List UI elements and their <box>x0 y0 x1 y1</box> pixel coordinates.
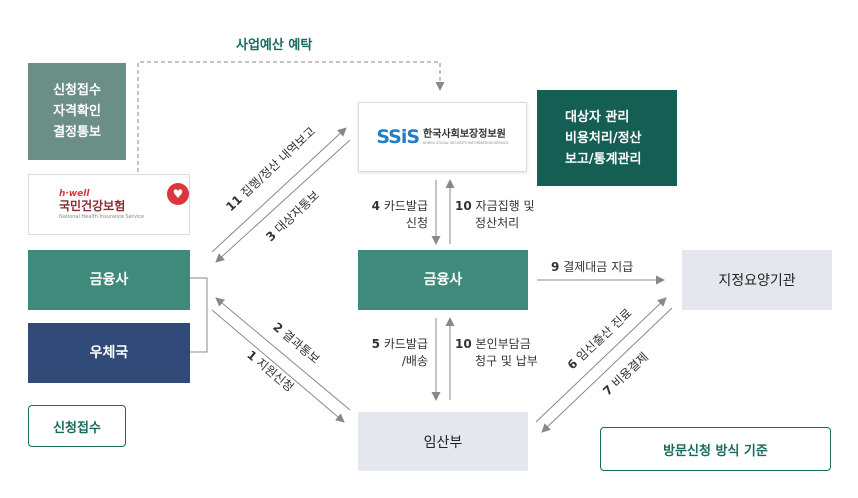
process-line-3: 결정통보 <box>53 125 101 140</box>
step-10b-line2: 청구 및 납부 <box>475 354 538 368</box>
ssis-name: 한국사회보장정보원 <box>423 129 506 140</box>
step-10b-line1: 본인부담금 <box>475 337 531 351</box>
visit-application-button[interactable]: 방문신청 방식 기준 <box>600 427 831 471</box>
step-9-text: 결제대금 지급 <box>563 260 634 274</box>
arrow-2 <box>215 297 351 411</box>
nhis-sub: National Health Insurance Service <box>59 213 145 220</box>
step-4-line1: 카드발급 <box>383 199 428 213</box>
arrow-11 <box>211 127 347 253</box>
management-box: 대상자 관리 비용처리/정산 보고/통계관리 <box>537 90 677 186</box>
step-9-label: 9 결제대금 지급 <box>551 259 633 276</box>
management-line-2: 비용처리/정산 <box>565 130 642 146</box>
budget-dashed-line <box>137 61 445 172</box>
step-10b-number: 10 <box>455 337 472 351</box>
pregnant-woman-box: 임산부 <box>358 412 528 471</box>
step-10a-label: 10 자금집행 및 정산처리 <box>455 198 535 232</box>
post-office-box: 우체국 <box>28 323 190 383</box>
ssis-sub: KOREA SOCIAL SECURITY INFORMATION SERVIC… <box>423 141 509 145</box>
step-10a-number: 10 <box>455 199 472 213</box>
step-5-label: 5 카드발급 /배송 <box>360 336 428 370</box>
management-line-3: 보고/통계관리 <box>565 151 642 167</box>
heart-icon: ♥ <box>167 183 189 205</box>
process-line-1: 신청접수 <box>53 83 101 98</box>
arrow-3 <box>215 139 351 263</box>
arrow-6 <box>535 297 667 423</box>
arrow-1 <box>211 309 345 423</box>
nhis-logo-box: h·well 국민건강보험 National Health Insurance … <box>28 174 190 235</box>
step-10a-line2: 정산처리 <box>475 216 520 230</box>
application-process-box: 신청접수 자격확인 결정통보 <box>28 63 126 160</box>
left-finance-box: 금융사 <box>28 250 190 310</box>
budget-label: 사업예산 예탁 <box>236 38 313 53</box>
arrow-7 <box>541 307 673 433</box>
nhis-name: 국민건강보험 <box>59 198 126 213</box>
step-4-number: 4 <box>371 199 380 213</box>
step-4-label: 4 카드발급 신청 <box>360 198 428 232</box>
management-line-1: 대상자 관리 <box>565 109 630 125</box>
nhis-brand: h·well <box>59 188 90 199</box>
step-10b-label: 10 본인부담금 청구 및 납부 <box>455 336 538 370</box>
step-5-line2: /배송 <box>401 354 428 368</box>
step-5-line1: 카드발급 <box>383 337 428 351</box>
ssis-mark: SSiS <box>376 126 420 148</box>
center-finance-box: 금융사 <box>358 250 528 310</box>
designated-institution-box: 지정요양기관 <box>682 250 832 310</box>
ssis-logo-box: SSiS 한국사회보장정보원 KOREA SOCIAL SECURITY INF… <box>358 102 527 172</box>
step-9-number: 9 <box>551 260 560 274</box>
finance-bracket <box>190 277 208 353</box>
application-button[interactable]: 신청접수 <box>28 405 126 447</box>
step-5-number: 5 <box>371 337 380 351</box>
step-10a-line1: 자금집행 및 <box>475 199 535 213</box>
process-line-2: 자격확인 <box>53 104 101 119</box>
step-4-line2: 신청 <box>405 216 428 230</box>
